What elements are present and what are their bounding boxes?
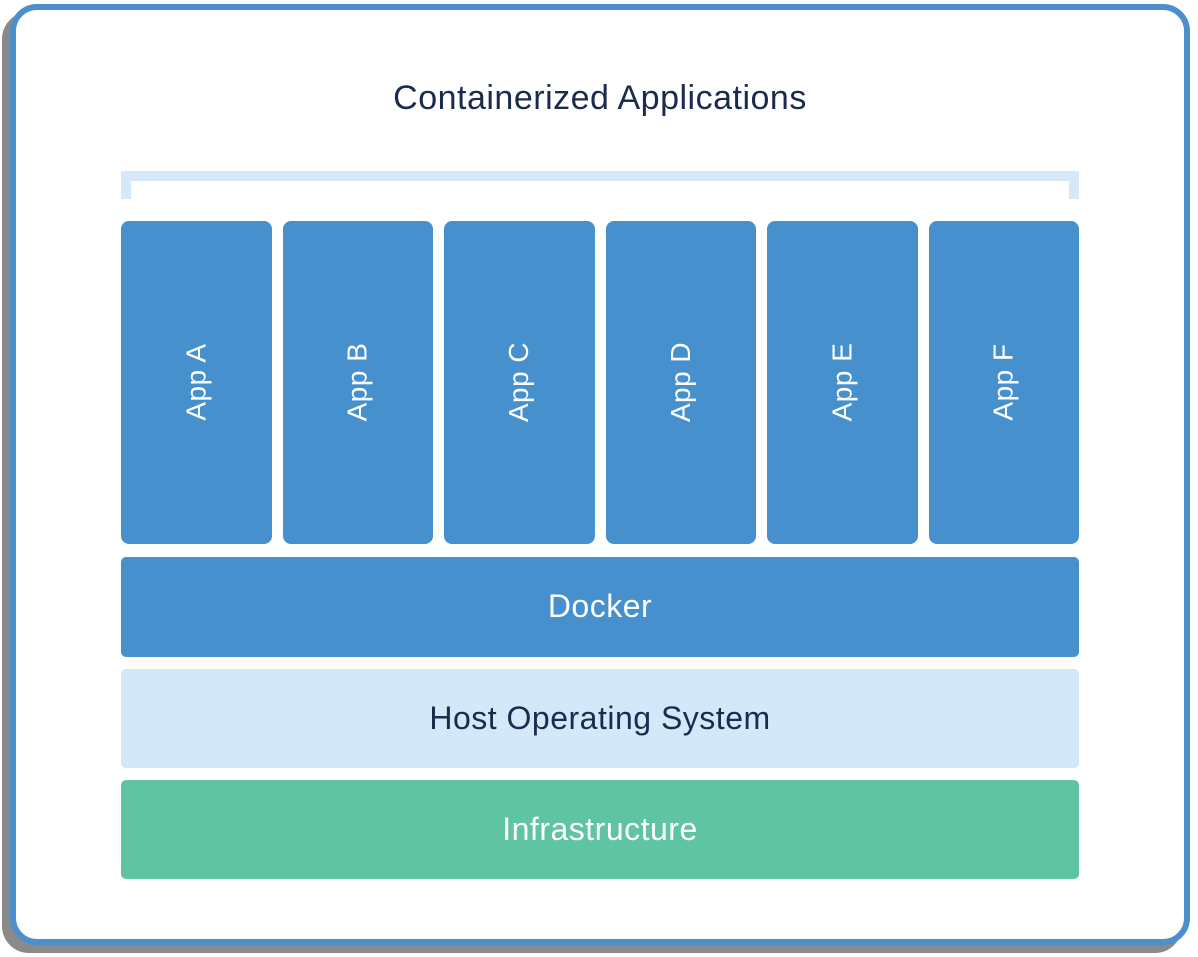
- infrastructure-layer: Infrastructure: [121, 779, 1079, 879]
- app-column-a: App A: [121, 220, 272, 544]
- docker-layer: Docker: [121, 556, 1079, 657]
- infrastructure-layer-label: Infrastructure: [502, 810, 698, 847]
- host-os-layer: Host Operating System: [121, 668, 1079, 768]
- diagram-card: Containerized Applications App A App B A…: [10, 4, 1190, 945]
- app-label-d: App D: [664, 342, 696, 423]
- diagram-title: Containerized Applications: [393, 79, 807, 117]
- app-columns: App A App B App C App D App E App F: [121, 220, 1079, 544]
- host-os-layer-label: Host Operating System: [429, 699, 771, 736]
- app-column-e: App E: [767, 220, 918, 544]
- diagram-content: Containerized Applications App A App B A…: [121, 78, 1079, 879]
- containers-group-bracket: [121, 170, 1079, 199]
- docker-layer-label: Docker: [547, 588, 653, 625]
- app-label-a: App A: [180, 343, 212, 421]
- app-column-c: App C: [444, 220, 595, 544]
- app-label-c: App C: [503, 342, 535, 423]
- app-column-f: App F: [928, 220, 1079, 544]
- app-column-b: App B: [282, 220, 433, 544]
- app-label-b: App B: [341, 342, 373, 422]
- app-label-f: App F: [987, 343, 1019, 421]
- app-column-d: App D: [605, 220, 756, 544]
- app-label-e: App E: [826, 342, 858, 422]
